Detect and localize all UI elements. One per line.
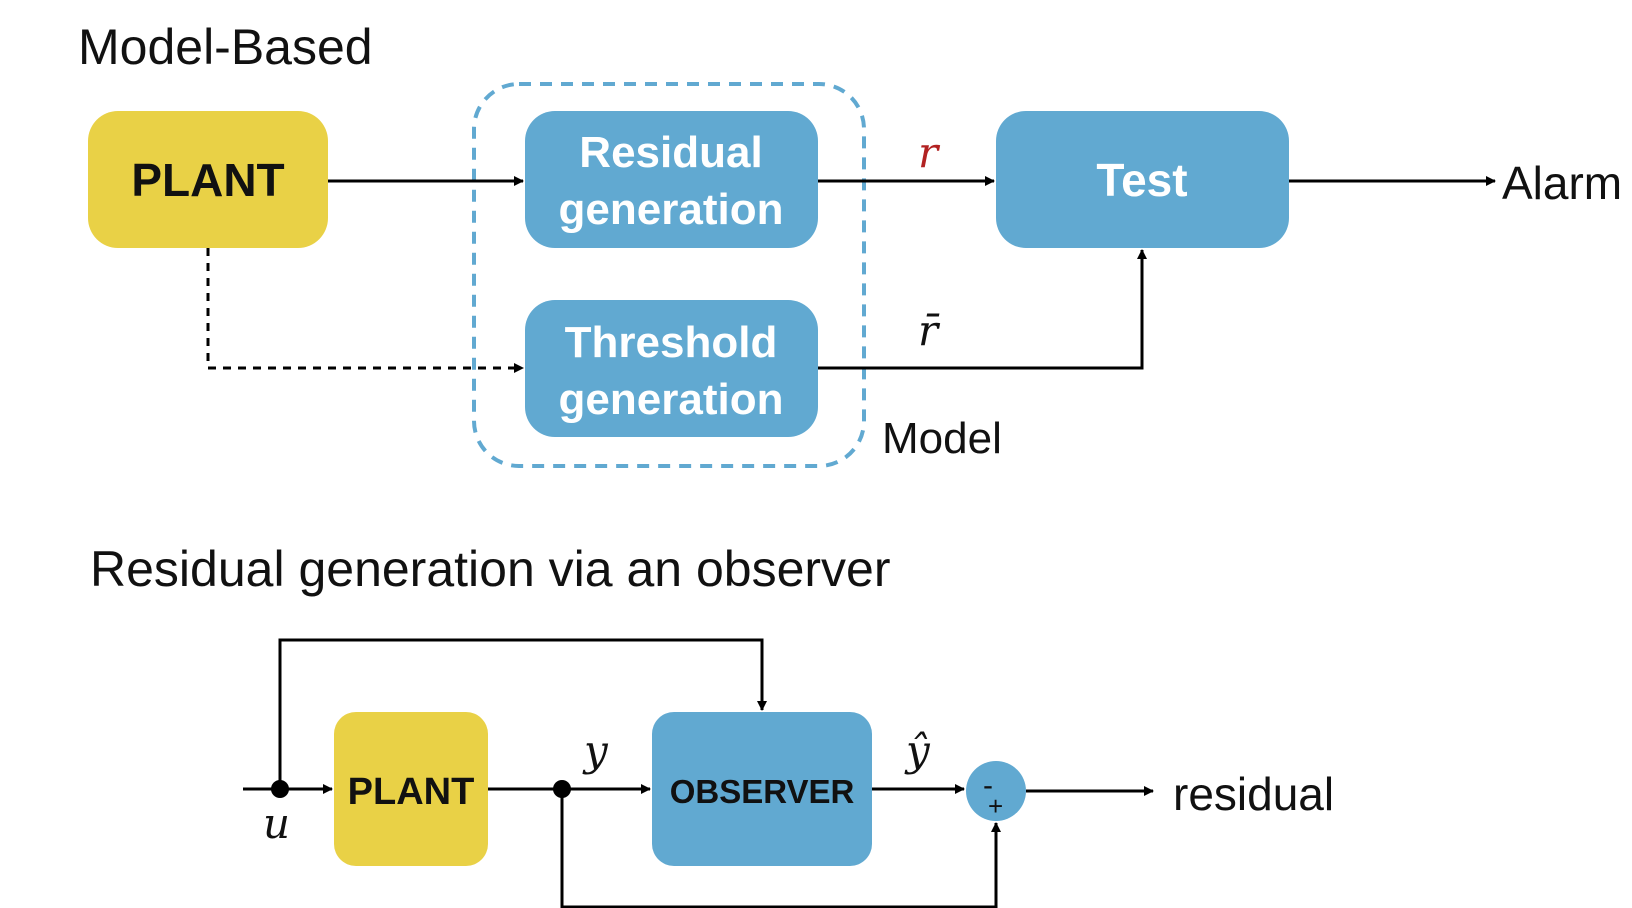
bottom-plant-label: PLANT — [348, 771, 475, 813]
y-to-sum-arrow — [560, 789, 1001, 908]
plant-to-threshold-dashed-arrow — [206, 248, 524, 373]
input-to-observer-arrow — [278, 638, 767, 789]
signal-rbar-label: r̄ — [918, 306, 941, 355]
top-plant-block: PLANT — [88, 111, 328, 248]
test-block: Test — [996, 111, 1289, 248]
observer-title: Residual generation via an observer — [90, 541, 891, 597]
y-branch-dot — [553, 780, 571, 798]
input-branch-dot — [271, 780, 289, 798]
input-u-label: u — [263, 799, 290, 848]
summing-junction: - + — [966, 761, 1026, 821]
threshold-generation-line2: generation — [559, 375, 784, 424]
alarm-label: Alarm — [1502, 157, 1622, 209]
threshold-to-test-arrow — [818, 249, 1147, 370]
signal-yhat-label: ŷ — [904, 726, 931, 775]
signal-r-label: r — [918, 128, 941, 177]
model-based-title: Model-Based — [78, 19, 373, 75]
signal-y-label: y — [582, 726, 609, 775]
sum-minus-sign: - — [983, 769, 993, 802]
test-label: Test — [1096, 154, 1187, 206]
model-label: Model — [882, 414, 1002, 463]
residual-generation-block: Residual generation — [525, 111, 818, 248]
threshold-generation-block: Threshold generation — [525, 300, 818, 437]
sum-plus-sign: + — [988, 791, 1003, 821]
observer-label: OBSERVER — [670, 773, 855, 810]
bottom-plant-block: PLANT — [334, 712, 488, 866]
residual-generation-line2: generation — [559, 185, 784, 234]
residual-output-label: residual — [1173, 768, 1334, 820]
observer-block: OBSERVER — [652, 712, 872, 866]
top-plant-label: PLANT — [131, 154, 284, 206]
model-dashed-boundary — [472, 82, 866, 468]
residual-generation-line1: Residual — [579, 128, 762, 177]
threshold-generation-line1: Threshold — [565, 318, 778, 367]
